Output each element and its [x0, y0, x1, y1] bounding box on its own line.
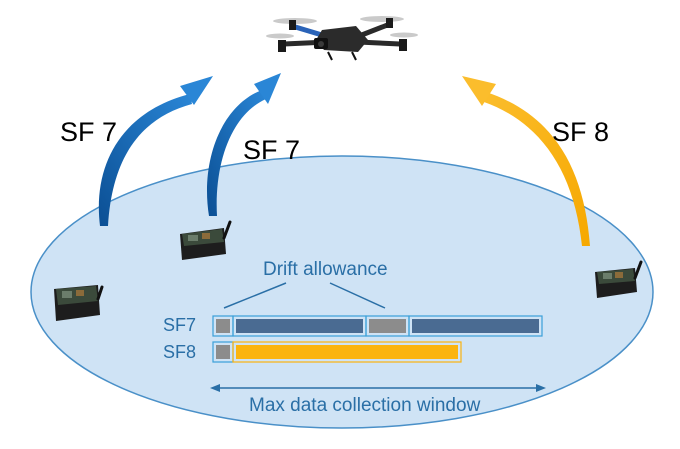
- drone-icon: [266, 16, 418, 61]
- drift-slot: [369, 319, 406, 333]
- sf8-timeline: [212, 341, 462, 363]
- drift-pointer-second: [329, 282, 386, 309]
- lora-node-icon: [54, 285, 104, 321]
- sf7-transmission-slot: [236, 319, 363, 333]
- sf7-timeline: [212, 315, 543, 337]
- coverage-area: [30, 155, 654, 429]
- drift-pointer-first: [223, 282, 287, 309]
- lora-node-icon: [595, 260, 643, 298]
- uplink-arrow-middle: [206, 73, 281, 216]
- uplink-arrow-right: [462, 76, 590, 246]
- link-label-left: SF 7: [60, 117, 117, 147]
- drift-allowance-label: Drift allowance: [263, 259, 388, 280]
- link-label-middle: SF 7: [243, 135, 300, 165]
- uplink-arrow-left: [98, 76, 213, 226]
- row-label-sf7: SF7: [163, 315, 196, 335]
- drift-slot: [216, 345, 230, 359]
- window-arrow: [210, 384, 546, 392]
- link-label-right: SF 8: [552, 117, 609, 147]
- row-label-sf8: SF8: [163, 342, 196, 362]
- sf7-transmission-slot: [412, 319, 539, 333]
- lora-node-icon: [180, 220, 232, 260]
- drift-slot: [216, 319, 230, 333]
- window-label: Max data collection window: [249, 395, 481, 416]
- sf8-transmission-slot: [236, 345, 458, 359]
